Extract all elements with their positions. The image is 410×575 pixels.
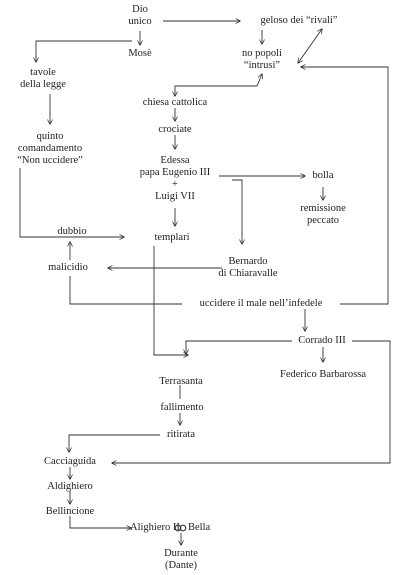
line-malicidio-to-uccidere [69, 276, 182, 305]
arrow-mose-to-tavole [36, 40, 132, 62]
node-uccidere-il-male: uccidere il male nell’infedele [199, 298, 323, 309]
node-bolla: bolla [312, 170, 334, 181]
node-alighiero-ii: Alighiero II [130, 522, 180, 533]
node-mose: Mosè [128, 48, 152, 59]
node-dubbio: dubbio [57, 226, 87, 237]
node-geloso-dei-rivali: geloso dei “rivali” [260, 15, 338, 26]
node-bernardo-di-chiaravalle: Bernardo di Chiaravalle [218, 256, 278, 279]
arrow-templari-to-terrasanta [153, 246, 188, 355]
arrow-quinto-to-dubbio [19, 168, 124, 237]
node-corrado-iii: Corrado III [298, 335, 346, 346]
node-durante-dante: Durante (Dante) [164, 548, 198, 571]
node-cacciaguida: Cacciaguida [44, 456, 96, 467]
arrow-ritirata-to-cacciaguida [69, 434, 160, 452]
arrow-nopopoli-geloso-bidirectional [298, 29, 322, 63]
node-chiesa-cattolica: chiesa cattolica [142, 97, 208, 108]
interlocking-rings-icon [174, 524, 187, 532]
node-quinto-comandamento: quinto comandamento “Non uccidere” [17, 131, 83, 166]
node-remissione-peccato: remissione peccato [300, 203, 346, 226]
arrow-corrado-to-cacciaguida [112, 340, 391, 463]
node-terrasanta: Terrasanta [159, 376, 203, 387]
node-templari: templari [154, 232, 190, 243]
arrow-uccidere-to-nopopoli [301, 67, 389, 305]
node-edessa-eugenio-luigi: Edessa papa Eugenio III + Luigi VII [139, 155, 211, 202]
node-crociate: crociate [158, 124, 192, 135]
node-tavole-della-legge: tavole della legge [20, 67, 66, 90]
arrow-nopopoli-to-chiesa [175, 74, 262, 96]
node-malicidio: malicidio [48, 262, 88, 273]
node-no-popoli-intrusi: no popoli “intrusi” [242, 48, 282, 71]
node-bella: Bella [188, 522, 211, 533]
node-fallimento: fallimento [160, 402, 204, 413]
node-dio-unico: Dio unico [128, 4, 152, 27]
arrow-bellincione-to-alighiero2 [69, 516, 131, 528]
arrow-edessa-to-bernardo [232, 179, 242, 244]
node-aldighiero: Aldighiero [47, 481, 93, 492]
node-federico-barbarossa: Federico Barbarossa [279, 369, 366, 380]
arrow-corrado-to-terrasanta [186, 340, 292, 354]
node-ritirata: ritirata [167, 429, 195, 440]
node-bellincione: Bellincione [45, 506, 95, 517]
